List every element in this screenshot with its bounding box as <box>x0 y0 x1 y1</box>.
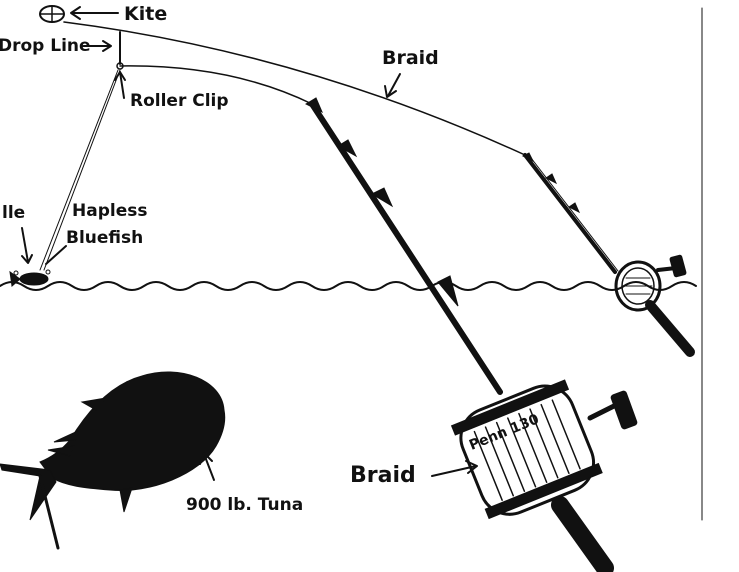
drop-line-label: Drop Line <box>0 36 91 56</box>
hapless-label: Hapless <box>72 201 147 221</box>
bluefish-icon <box>9 269 51 287</box>
bait-line-left <box>39 69 119 271</box>
braid-bottom-arrow-head <box>465 460 478 474</box>
main-rod <box>304 97 503 395</box>
roller-clip-arrow <box>119 71 125 99</box>
needle-arrow <box>21 227 29 263</box>
water-surface <box>0 281 697 291</box>
kite-label: Kite <box>124 3 167 25</box>
braid-top-arrow-head <box>384 85 397 98</box>
braid-bottom-arrow <box>431 465 477 477</box>
needle-arrow-head <box>21 254 33 264</box>
bait-line-right <box>43 69 121 271</box>
tuna-label: 900 lb. Tuna <box>186 495 303 515</box>
kite-braid-line <box>63 21 526 156</box>
main-line <box>119 65 313 105</box>
roller-clip-label: Roller Clip <box>130 91 229 111</box>
drop-line-arrow-head <box>102 40 112 52</box>
tuna-arrow <box>203 453 215 481</box>
bluefish-label: Bluefish <box>66 228 143 248</box>
kite-arrow-head <box>70 6 81 20</box>
penn-reel: Penn 130 <box>450 379 638 572</box>
braid-top-arrow <box>387 73 401 97</box>
roller-clip-arrow-head <box>114 71 126 81</box>
braid-bottom-label: Braid <box>350 463 416 488</box>
needle-label: lle <box>2 203 25 223</box>
braid-top-label: Braid <box>382 47 439 69</box>
tuna-icon <box>0 371 226 550</box>
kite-icon <box>39 5 65 23</box>
bluefish-arrow <box>45 245 67 265</box>
tuna-arrow-head <box>199 452 213 465</box>
kite-rod <box>521 152 695 357</box>
